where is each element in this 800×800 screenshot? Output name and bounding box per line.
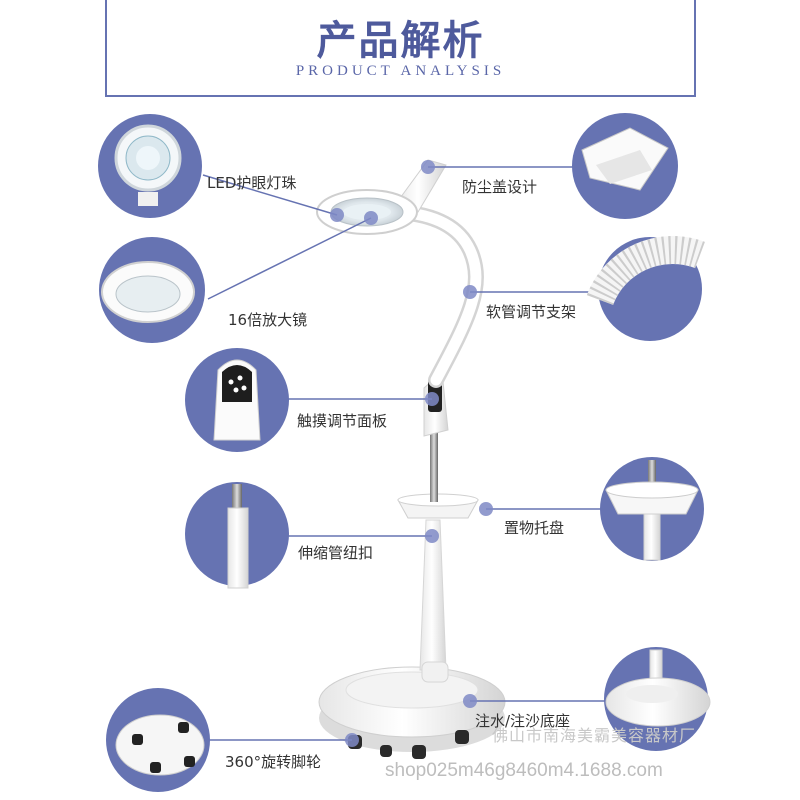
label-magnifier: 16倍放大镜 [228, 311, 308, 329]
label-hose: 软管调节支架 [486, 303, 577, 321]
label-touch-panel: 触摸调节面板 [297, 412, 388, 430]
detail-base-circle [604, 647, 711, 751]
label-led: LED护眼灯珠 [207, 174, 297, 192]
label-tray: 置物托盘 [504, 519, 565, 537]
detail-hose-circle [586, 236, 705, 341]
watermark-store-name: 佛山市南海美霸美容器材厂 [492, 726, 697, 745]
detail-led-circle [98, 114, 202, 218]
page-title: 产品解析 [316, 17, 485, 64]
detail-magnifier-circle [99, 237, 205, 343]
lamp [316, 159, 506, 759]
watermark-store-url: shop025m46g8460m4.1688.com [385, 760, 663, 781]
detail-telescopic-circle [185, 482, 289, 589]
page-subtitle: PRODUCT ANALYSIS [295, 63, 506, 79]
detail-wheels-circle [106, 688, 210, 792]
label-wheels: 360°旋转脚轮 [225, 753, 322, 771]
label-dust-cover: 防尘盖设计 [462, 178, 538, 196]
label-telescopic: 伸缩管纽扣 [298, 544, 374, 562]
detail-touch-panel-circle [185, 348, 289, 452]
header-box: 产品解析 PRODUCT ANALYSIS [105, 0, 696, 97]
connector-dots [330, 160, 493, 747]
connector-lines [202, 166, 606, 741]
lamp-head [316, 159, 447, 235]
label-base: 注水/注沙底座 [475, 712, 571, 730]
detail-dust-cover-circle [572, 113, 678, 219]
detail-tray-circle [600, 457, 704, 561]
